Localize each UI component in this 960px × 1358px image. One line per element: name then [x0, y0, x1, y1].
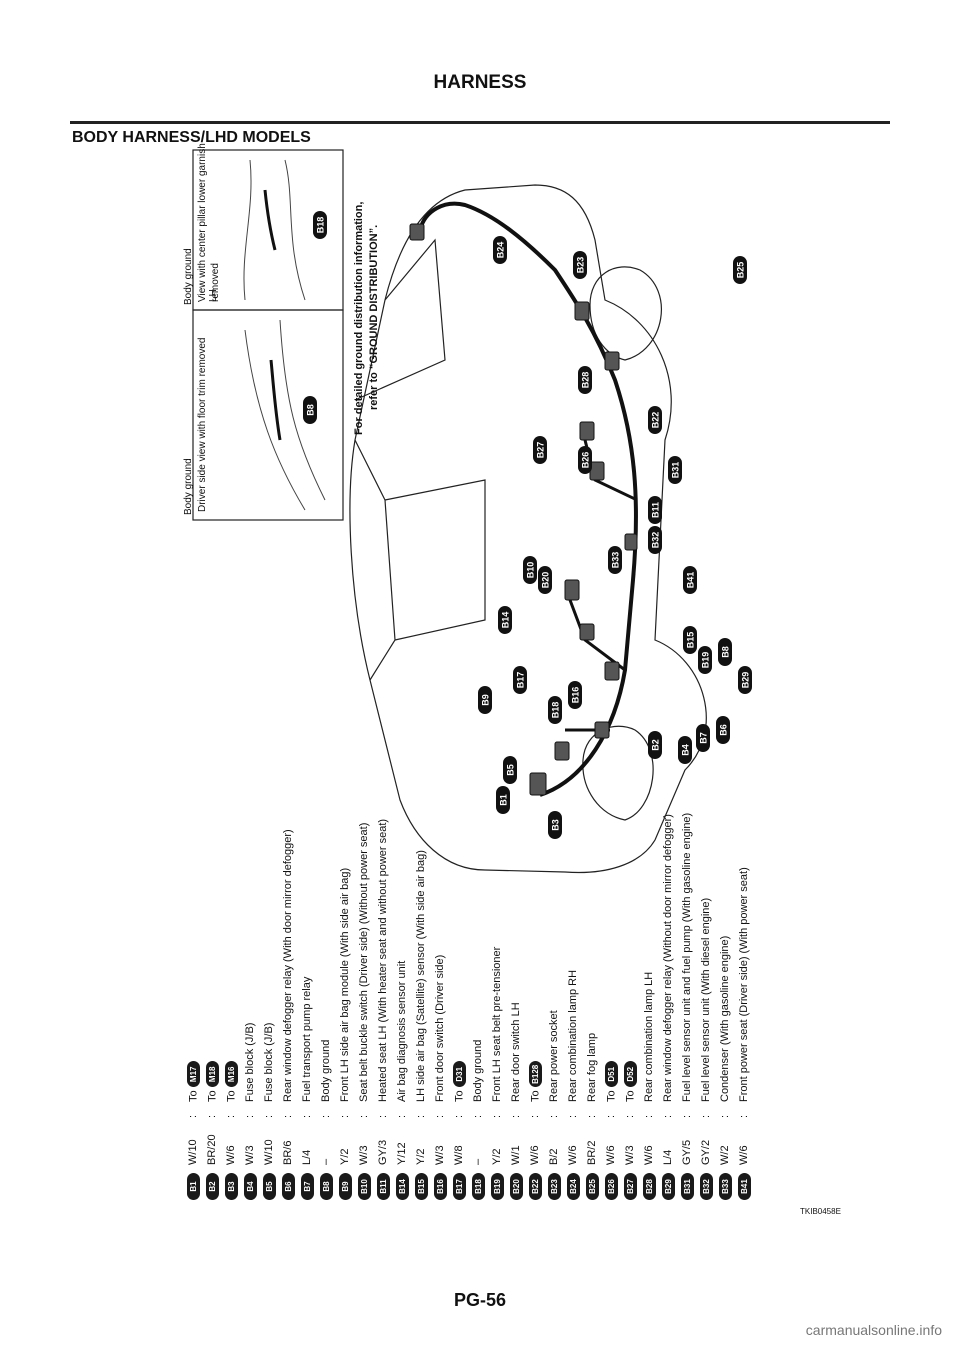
callout-group: B1B2B3B4B5B6B7B8B9B10B11B14B15B16B17B18B… [303, 211, 752, 839]
callout-label: B18 [551, 702, 561, 719]
callout-b33: B33 [608, 546, 622, 574]
callout-label: B17 [516, 672, 526, 689]
callout-b9: B9 [478, 686, 492, 714]
callout-label: B22 [651, 412, 661, 429]
callout-label: B27 [536, 442, 546, 459]
callout-b10: B10 [523, 556, 537, 584]
callout-b28: B28 [578, 366, 592, 394]
callout-label: B6 [719, 724, 729, 736]
callout-label: B29 [741, 672, 751, 689]
callout-label: B11 [651, 502, 661, 518]
callout-b7: B7 [696, 724, 710, 752]
callout-label: B3 [551, 819, 561, 831]
callout-b11: B11 [648, 496, 662, 524]
callout-b25: B25 [733, 256, 747, 284]
page-number: PG-56 [453, 1290, 507, 1310]
ground-note-line1: For detailed ground distribution informa… [353, 201, 365, 435]
left-inset-frame [192, 309, 344, 521]
callout-b2: B2 [648, 731, 662, 759]
callout-b41: B41 [683, 566, 697, 594]
inset-callout-left: B8 [303, 396, 317, 424]
callout-b32: B32 [648, 526, 662, 554]
callout-b5: B5 [503, 756, 517, 784]
callout-b23: B23 [573, 251, 587, 279]
callout-label: B24 [496, 242, 506, 259]
callout-label: B18 [316, 217, 326, 234]
callout-label: B7 [699, 732, 709, 744]
callout-label: B31 [671, 462, 681, 479]
left-inset-caption: Driver side view with floor trim removed [197, 337, 208, 513]
callout-label: B8 [721, 646, 731, 658]
callout-label: B26 [581, 452, 591, 469]
right-inset-heading: Body ground [183, 248, 194, 305]
callout-b16: B16 [568, 681, 582, 709]
callout-b17: B17 [513, 666, 527, 694]
ground-note-line2: refer to “GROUND DISTRIBUTION”. [368, 224, 380, 410]
callout-label: B25 [736, 262, 746, 279]
callout-label: B41 [686, 572, 696, 589]
inset-callout-right: B18 [313, 211, 327, 239]
callout-label: B9 [481, 694, 491, 706]
callout-b1: B1 [496, 786, 510, 814]
callout-b20: B20 [538, 566, 552, 594]
callout-label: B10 [526, 562, 536, 579]
callout-b4: B4 [678, 736, 692, 764]
callout-b6: B6 [716, 716, 730, 744]
harness-diagram: B1B2B3B4B5B6B7B8B9B10B11B14B15B16B17B18B… [192, 149, 752, 874]
callout-label: B8 [306, 404, 316, 416]
callout-b18: B18 [548, 696, 562, 724]
callout-label: B28 [581, 372, 591, 389]
callout-label: B15 [686, 632, 696, 649]
left-inset-heading: Body ground [183, 458, 194, 515]
callout-b24: B24 [493, 236, 507, 264]
callout-b22: B22 [648, 406, 662, 434]
callout-b19: B19 [698, 646, 712, 674]
callout-b14: B14 [498, 606, 512, 634]
callout-label: B4 [681, 744, 691, 756]
callout-b8: B8 [718, 638, 732, 666]
page-header-title: HARNESS [433, 72, 527, 93]
callout-b3: B3 [548, 811, 562, 839]
right-inset-caption-line2: removed [210, 263, 221, 302]
callout-label: B19 [701, 652, 711, 669]
callout-label: B32 [651, 532, 661, 549]
callout-label: B5 [506, 764, 516, 776]
callout-label: B23 [576, 257, 586, 274]
callout-label: B16 [571, 687, 581, 704]
header-rule [70, 121, 890, 124]
callout-label: B1 [499, 794, 509, 806]
watermark: carmanualsonline.info [805, 1322, 942, 1338]
callout-b15: B15 [683, 626, 697, 654]
callout-label: B14 [501, 612, 511, 629]
callout-b29: B29 [738, 666, 752, 694]
callout-label: B20 [541, 572, 551, 589]
callout-label: B33 [611, 552, 621, 569]
callout-b27: B27 [533, 436, 547, 464]
figure-id: TKIB0458E [800, 1207, 841, 1216]
right-inset-frame [192, 149, 344, 311]
section-title: BODY HARNESS/LHD MODELS [72, 129, 311, 146]
callout-b31: B31 [668, 456, 682, 484]
callout-b26: B26 [578, 446, 592, 474]
callout-label: B2 [651, 739, 661, 751]
